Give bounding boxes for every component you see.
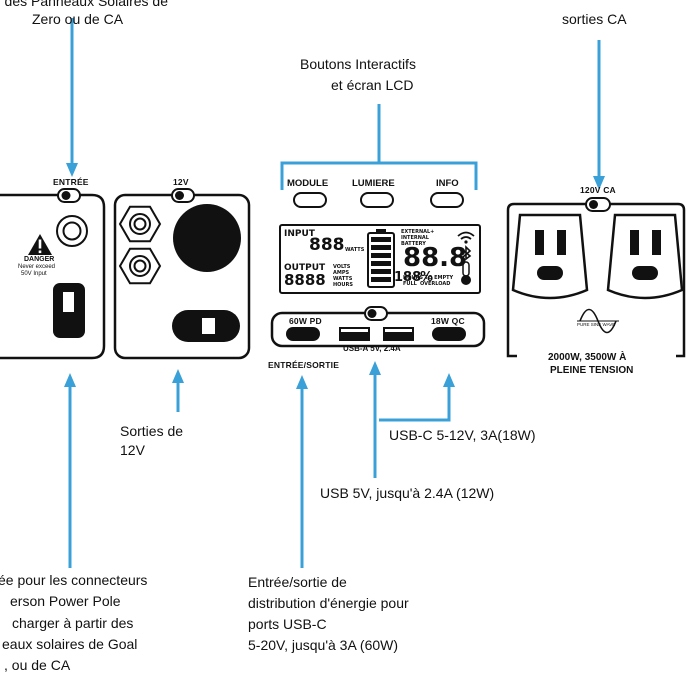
danger-line1: Never exceed bbox=[18, 264, 56, 270]
callout-usba: USB 5V, jusqu'à 2.4A (12W) bbox=[320, 485, 495, 501]
callout-pd-line3: ports USB-C bbox=[248, 616, 327, 632]
wifi-icon bbox=[457, 231, 475, 244]
usb-c-60w-port[interactable] bbox=[286, 327, 320, 341]
bluetooth-icon bbox=[462, 245, 472, 261]
port-18w-label: 18W QC bbox=[431, 316, 465, 326]
callout-outputs12-line1: Sorties de bbox=[120, 423, 184, 439]
lumiere-label: LUMIERE bbox=[352, 178, 395, 189]
lcd-output-value: 8888 bbox=[284, 271, 326, 289]
callout-input-line2: erson Power Pole bbox=[10, 593, 121, 609]
lumiere-button[interactable] bbox=[360, 192, 394, 208]
sine-wave-label: PURE SINE WAVE bbox=[577, 322, 616, 327]
callout-top-left-line1: r des Panneaux Solaires de bbox=[0, 0, 168, 9]
callout-pd-line1: Entrée/sortie de bbox=[248, 574, 347, 590]
12v-panel bbox=[113, 188, 251, 360]
12v-title: 12V bbox=[173, 177, 189, 187]
lcd-watts: WATTS bbox=[345, 247, 365, 253]
ac-rating-line2: PLEINE TENSION bbox=[550, 365, 634, 376]
ac-title: 120V CA bbox=[580, 185, 616, 195]
module-button[interactable] bbox=[293, 192, 327, 208]
ac-outlet-left[interactable] bbox=[511, 213, 589, 300]
callout-buttons-line1: Boutons Interactifs bbox=[300, 56, 416, 72]
entree-sortie-label: ENTRÉE/SORTIE bbox=[268, 360, 340, 370]
sine-wave-icon bbox=[577, 308, 619, 334]
info-button[interactable] bbox=[430, 192, 464, 208]
lcd-amps: AMPS bbox=[333, 270, 350, 276]
danger-title: DANGER bbox=[24, 256, 55, 263]
lcd-overload: OVERLOAD bbox=[420, 281, 451, 287]
usb-c-18w-port[interactable] bbox=[432, 327, 466, 341]
lcd-percent-sign: % bbox=[420, 270, 434, 285]
callout-usbc: USB-C 5-12V, 3A(18W) bbox=[389, 427, 536, 443]
lcd-input-label: INPUT bbox=[284, 229, 315, 239]
ac-outlet-right[interactable] bbox=[606, 213, 684, 300]
battery-icon bbox=[367, 229, 395, 288]
danger-line2: 50V Input bbox=[21, 271, 47, 277]
callout-input-line3: charger à partir des bbox=[12, 615, 134, 631]
callout-top-left-line2: Zero ou de CA bbox=[32, 11, 124, 27]
lcd-full: FULL bbox=[403, 281, 417, 287]
lcd-ext-line3: BATTERY bbox=[401, 241, 426, 247]
lcd-ext-line1: EXTERNAL+ bbox=[401, 229, 435, 235]
ac-panel bbox=[506, 197, 686, 358]
lcd-hours: HOURS bbox=[333, 282, 353, 288]
callout-input-line1: ée pour les connecteurs bbox=[0, 572, 148, 588]
callout-arrows bbox=[64, 18, 605, 568]
module-label: MODULE bbox=[287, 178, 329, 189]
lcd-watts2: WATTS bbox=[333, 276, 353, 282]
lcd-hours-to-empty: HOURS TO EMPTY bbox=[403, 275, 454, 281]
callout-buttons-line2: et écran LCD bbox=[331, 77, 414, 93]
callout-pd-line2: distribution d'énergie pour bbox=[248, 595, 409, 611]
lcd-output-label: OUTPUT bbox=[284, 263, 326, 273]
cigarette-socket[interactable] bbox=[173, 204, 241, 272]
callout-input-line5: , ou de CA bbox=[4, 657, 71, 673]
port-60w-label: 60W PD bbox=[289, 316, 322, 326]
center-panel bbox=[270, 104, 486, 348]
lcd-big-value: 88.8 bbox=[403, 243, 468, 273]
lcd-input-value: 888 bbox=[309, 235, 345, 255]
usba-label: USB-A 5V, 2.4A bbox=[343, 344, 401, 353]
lcd-volts: VOLTS bbox=[333, 264, 351, 270]
callout-pd-line4: 5-20V, jusqu'à 3A (60W) bbox=[248, 637, 399, 653]
ac-rating-line1: 2000W, 3500W À bbox=[548, 352, 627, 363]
entree-panel bbox=[0, 188, 106, 360]
lcd-percent-value: 188 bbox=[394, 270, 422, 285]
entree-title: ENTRÉE bbox=[53, 177, 89, 187]
alert-icon bbox=[461, 261, 471, 285]
info-label: INFO bbox=[436, 178, 459, 189]
callout-input-line4: eaux solaires de Goal bbox=[2, 636, 138, 652]
callout-outputs12-line2: 12V bbox=[120, 442, 145, 458]
callout-top-right: sorties CA bbox=[562, 11, 627, 27]
lcd-ext-line2: INTERNAL bbox=[401, 235, 429, 241]
